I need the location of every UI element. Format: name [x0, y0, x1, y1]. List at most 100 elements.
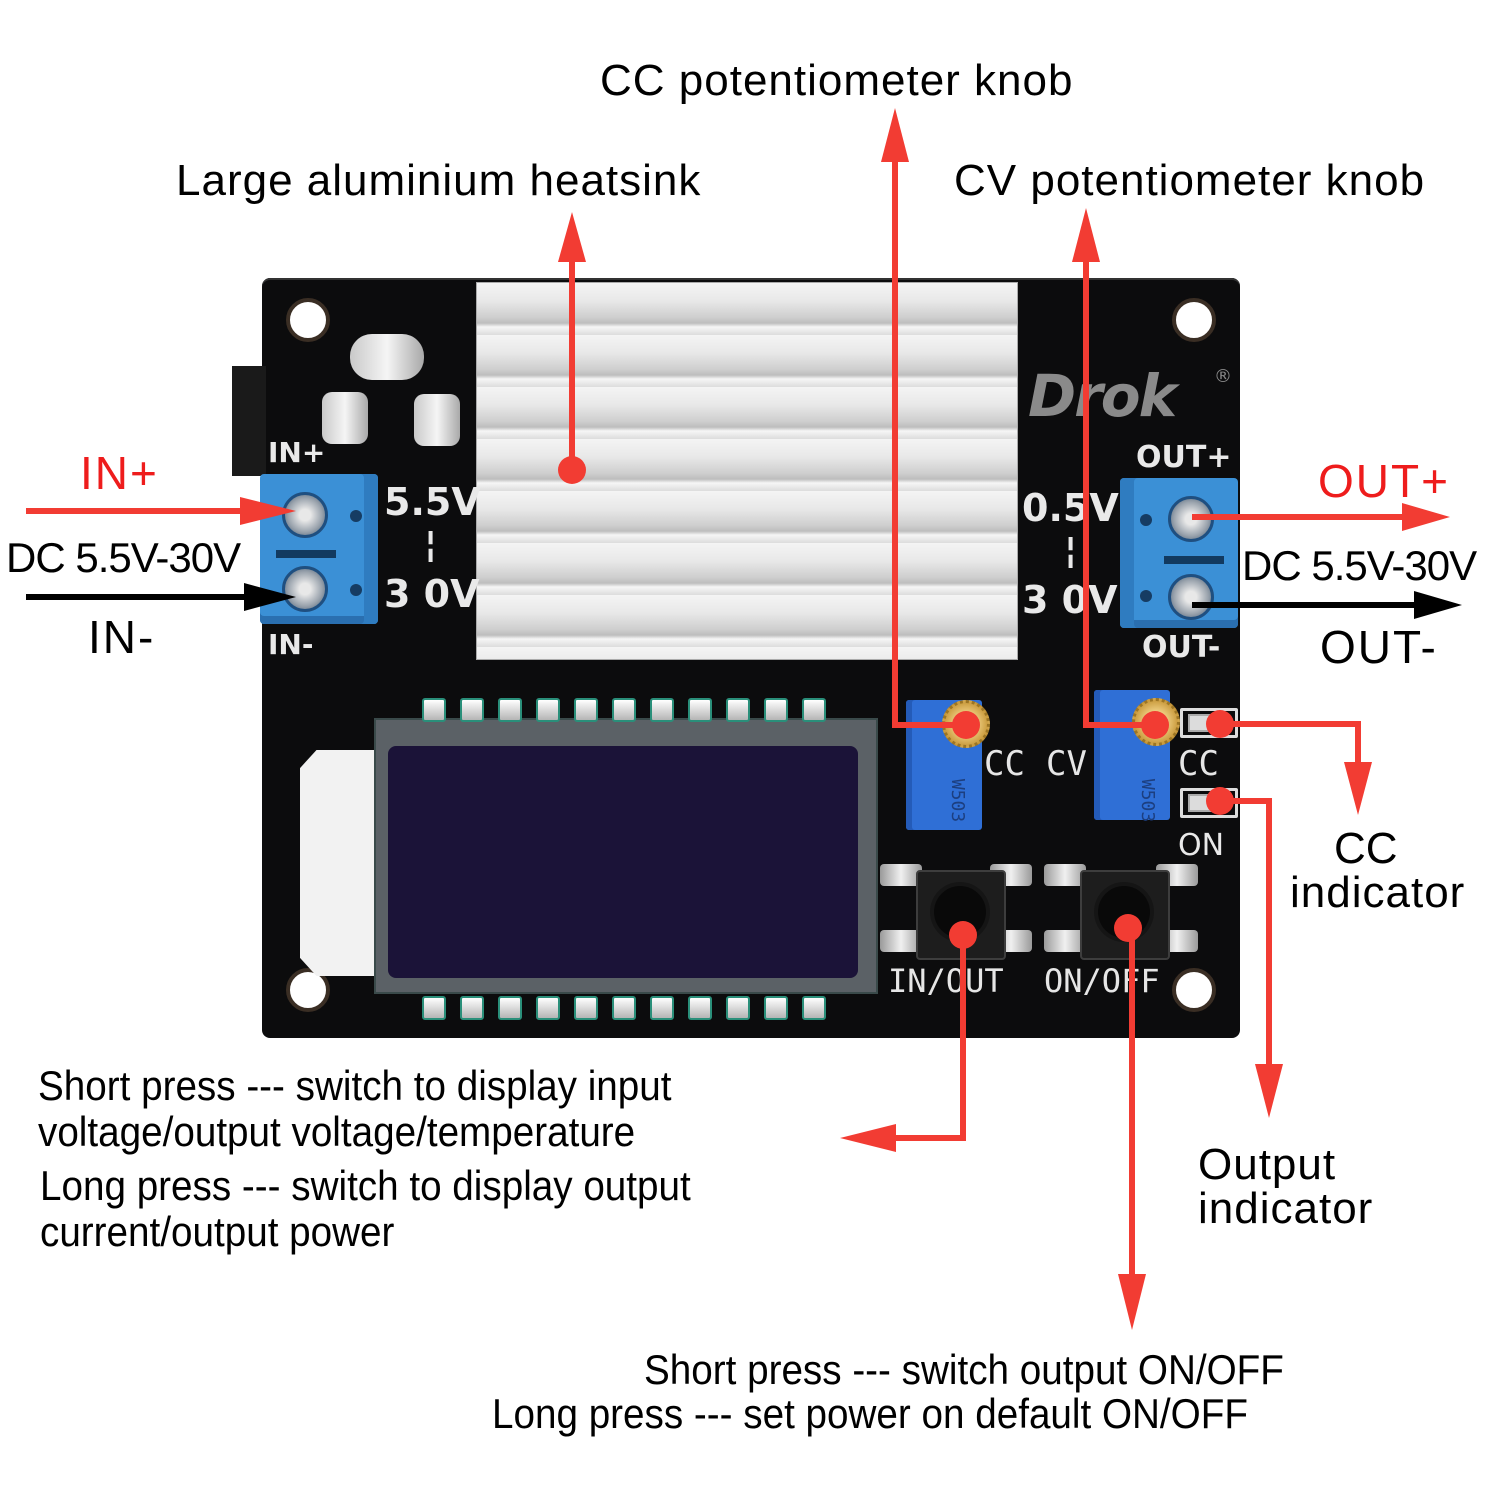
lcd-pin [764, 698, 788, 722]
lcd-pin [422, 996, 446, 1020]
lcd-pin [726, 996, 750, 1020]
lcd-pin [498, 698, 522, 722]
silk-output-range-top: 0.5V [1022, 486, 1119, 530]
output-indicator-label-line1: Output [1198, 1140, 1337, 1189]
on-off-arrow-v [1129, 928, 1135, 1276]
silk-in-plus: IN+ [268, 436, 326, 469]
in-out-desc-line1: Short press --- switch to display input [38, 1062, 672, 1109]
lcd-pin [726, 698, 750, 722]
button-leg [880, 864, 922, 886]
silk-led-on: ON [1178, 828, 1225, 863]
on-off-desc-line1: Short press --- switch output ON/OFF [644, 1346, 1284, 1393]
mounting-hole-bottom-right [1172, 968, 1216, 1012]
on-led-arrow-v [1266, 798, 1272, 1080]
input-minus-screw[interactable] [282, 566, 328, 612]
lcd-pin [574, 698, 598, 722]
cv-pot-arrow-elbow [1083, 722, 1155, 728]
solder-pad [322, 392, 368, 444]
on-led-arrow-head [1255, 1064, 1283, 1118]
dc-jack-side [232, 366, 266, 476]
silk-output-range-mid: ¦ [1064, 530, 1078, 571]
button-leg [1044, 864, 1086, 886]
lcd-pin [574, 996, 598, 1020]
heatsink-label: Large aluminium heatsink [176, 156, 702, 205]
out-minus-arrow-shaft [1192, 602, 1416, 608]
silk-in-minus: IN- [268, 628, 314, 661]
silk-output-range-bottom: 3 0V [1022, 578, 1118, 622]
in-minus-label: IN- [88, 611, 156, 663]
in-plus-label: IN+ [80, 447, 159, 499]
output-minus-screw[interactable] [1168, 574, 1214, 620]
registered-mark: ® [1214, 366, 1232, 387]
cc-pot-arrow-dot [952, 711, 980, 739]
lcd-pin [536, 996, 560, 1020]
heatsink-arrow-head [558, 212, 586, 262]
silk-input-range-mid: ¦ [424, 524, 438, 565]
heatsink-arrow-shaft [569, 262, 575, 470]
cv-pot-arrow-shaft [1083, 262, 1089, 726]
solder-pad [350, 334, 424, 380]
silk-input-range-bottom: 3 0V [384, 572, 480, 616]
heatsink-arrow-dot [558, 456, 586, 484]
lcd-pin [802, 698, 826, 722]
button-leg [880, 930, 922, 952]
on-off-arrow-dot [1114, 914, 1142, 942]
cc-pot-label: CC potentiometer knob [600, 56, 1074, 105]
output-range-label: DC 5.5V-30V [1242, 542, 1477, 589]
cc-led-arrow-v [1355, 721, 1361, 767]
in-plus-arrow-shaft [26, 508, 248, 514]
in-out-arrow-h [894, 1135, 966, 1141]
cc-indicator-label-line2: indicator [1290, 868, 1466, 917]
input-range-label: DC 5.5V-30V [6, 534, 241, 581]
cc-indicator-label-line1: CC [1334, 824, 1398, 873]
in-minus-arrow-shaft [26, 594, 250, 600]
lcd-pin [460, 996, 484, 1020]
silk-out-minus: OUT- [1142, 630, 1221, 665]
terminal-hole [1140, 590, 1152, 602]
terminal-divider [276, 550, 336, 558]
lcd-pin [802, 996, 826, 1020]
out-minus-label: OUT- [1320, 621, 1438, 673]
in-plus-arrow-head [240, 497, 296, 525]
in-minus-arrow-head [244, 583, 296, 611]
lcd-pin [612, 698, 636, 722]
in-out-arrow-head [840, 1124, 896, 1152]
on-led-arrow-h [1220, 798, 1272, 804]
lcd-pin [422, 698, 446, 722]
in-out-desc-line3: Long press --- switch to display output [40, 1162, 691, 1209]
terminal-hole [1140, 514, 1152, 526]
mounting-hole-top-right [1172, 298, 1216, 342]
cc-pot-arrow-elbow [892, 722, 966, 728]
on-off-arrow-head [1118, 1274, 1146, 1330]
silk-cc: CC [984, 744, 1025, 784]
silk-btn-in-out: IN/OUT [888, 962, 1004, 1000]
cc-led-arrow-h [1220, 721, 1360, 727]
cv-pot-arrow-dot [1141, 711, 1169, 739]
cv-pot-arrow-head [1072, 208, 1100, 262]
terminal-hole [350, 584, 362, 596]
out-plus-arrow-head [1402, 503, 1450, 531]
lcd-pin [650, 996, 674, 1020]
lcd-pin [460, 698, 484, 722]
solder-pad [414, 394, 460, 446]
input-plus-screw[interactable] [282, 492, 328, 538]
lcd-backlight-tab [300, 750, 375, 976]
silk-led-cc: CC [1178, 744, 1219, 784]
terminal-divider [1164, 556, 1224, 564]
output-indicator-label-line2: indicator [1198, 1184, 1374, 1233]
brand-logo: Drok [1028, 362, 1177, 430]
out-plus-arrow-shaft [1192, 514, 1404, 520]
lcd-pin [536, 698, 560, 722]
button-leg [1044, 930, 1086, 952]
cc-pot-arrow-shaft [892, 158, 898, 726]
lcd-display [388, 746, 858, 978]
out-plus-label: OUT+ [1318, 455, 1450, 507]
cc-led-arrow-head [1344, 762, 1372, 815]
on-off-desc-line2: Long press --- set power on default ON/O… [492, 1390, 1248, 1437]
lcd-pin [498, 996, 522, 1020]
in-out-arrow-v [960, 935, 966, 1141]
in-out-desc-line2: voltage/output voltage/temperature [38, 1108, 636, 1155]
lcd-pin [764, 996, 788, 1020]
silk-cv: CV [1046, 744, 1087, 784]
